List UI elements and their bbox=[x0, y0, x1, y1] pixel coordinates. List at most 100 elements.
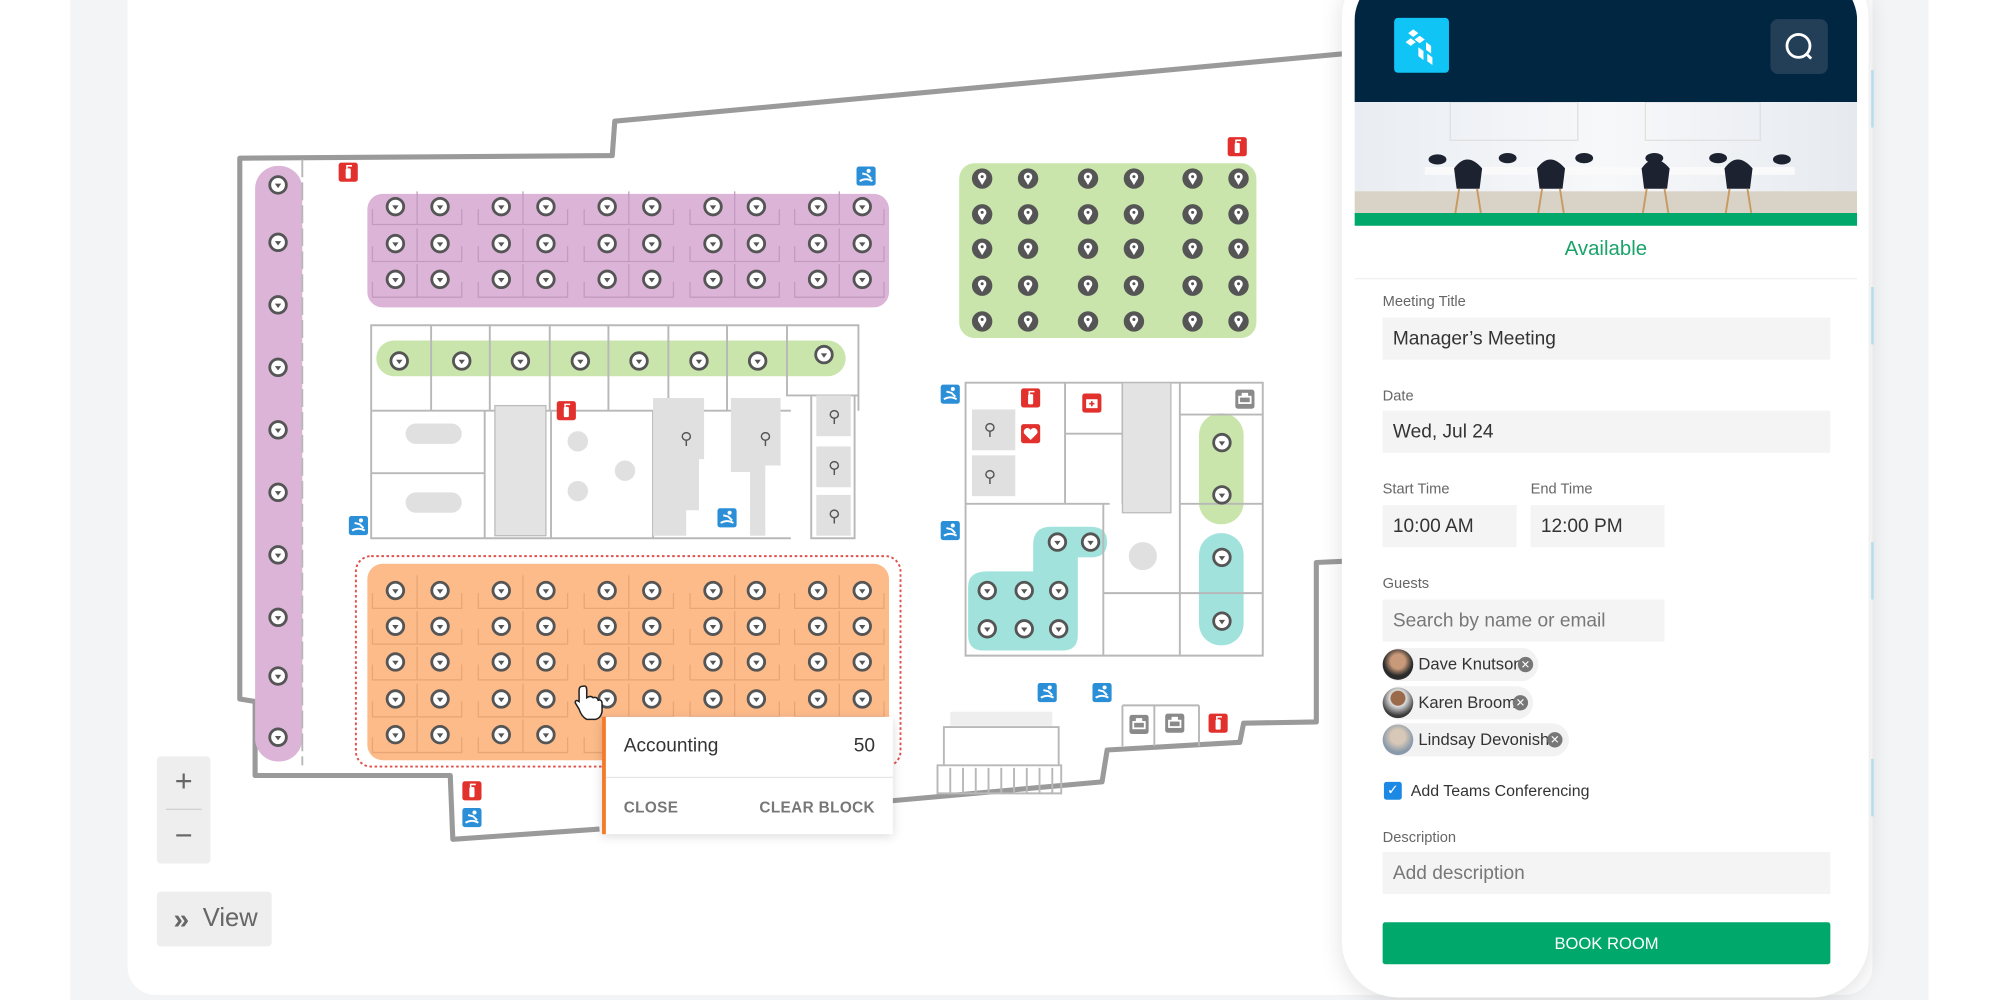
seat-icon[interactable] bbox=[642, 269, 662, 290]
view-button[interactable]: » View bbox=[156, 891, 272, 947]
seat-icon[interactable] bbox=[597, 269, 617, 290]
seat-icon[interactable] bbox=[703, 652, 723, 672]
seat-icon[interactable] bbox=[807, 196, 828, 217]
zone-green-strip[interactable] bbox=[376, 340, 846, 377]
seat-icon[interactable] bbox=[268, 175, 288, 195]
pin-seat-icon[interactable] bbox=[1228, 275, 1249, 296]
seat-icon[interactable] bbox=[703, 233, 723, 254]
seat-icon[interactable] bbox=[491, 196, 511, 217]
pin-seat-icon[interactable] bbox=[1123, 168, 1145, 189]
seat-icon[interactable] bbox=[385, 616, 406, 636]
pin-seat-icon[interactable] bbox=[1017, 204, 1039, 225]
seat-icon[interactable] bbox=[385, 689, 406, 709]
seat-icon[interactable] bbox=[597, 616, 617, 636]
pin-seat-icon[interactable] bbox=[1123, 275, 1145, 296]
seat-icon[interactable] bbox=[491, 269, 511, 290]
pin-seat-icon[interactable] bbox=[971, 168, 993, 189]
seat-icon[interactable] bbox=[746, 269, 767, 290]
pin-seat-icon[interactable] bbox=[1182, 238, 1203, 259]
seat-icon[interactable] bbox=[268, 420, 288, 440]
seat-icon[interactable] bbox=[536, 580, 556, 601]
seat-icon[interactable] bbox=[430, 616, 450, 636]
seat-icon[interactable] bbox=[642, 616, 662, 636]
seat-icon[interactable] bbox=[1014, 619, 1034, 639]
seat-icon[interactable] bbox=[491, 652, 511, 672]
seat-icon[interactable] bbox=[703, 616, 723, 636]
seat-icon[interactable] bbox=[385, 196, 406, 217]
pin-seat-icon[interactable] bbox=[1123, 238, 1145, 259]
seat-icon[interactable] bbox=[1047, 532, 1068, 552]
seat-icon[interactable] bbox=[385, 724, 406, 745]
zone-left-purple[interactable] bbox=[255, 165, 303, 762]
pin-seat-icon[interactable] bbox=[1182, 311, 1203, 332]
date-input[interactable]: Wed, Jul 24 bbox=[1382, 410, 1831, 453]
seat-icon[interactable] bbox=[746, 616, 767, 636]
seat-icon[interactable] bbox=[1212, 432, 1232, 453]
seat-icon[interactable] bbox=[703, 196, 723, 217]
seat-icon[interactable] bbox=[268, 545, 288, 565]
seat-icon[interactable] bbox=[703, 689, 723, 709]
pin-seat-icon[interactable] bbox=[1228, 168, 1249, 189]
seat-icon[interactable] bbox=[491, 724, 511, 745]
seat-icon[interactable] bbox=[703, 269, 723, 290]
seat-icon[interactable] bbox=[268, 295, 288, 315]
pin-seat-icon[interactable] bbox=[1017, 168, 1039, 189]
seat-icon[interactable] bbox=[747, 351, 768, 371]
seat-icon[interactable] bbox=[268, 666, 288, 686]
seat-icon[interactable] bbox=[430, 269, 450, 290]
pin-seat-icon[interactable] bbox=[1123, 204, 1145, 225]
seat-icon[interactable] bbox=[536, 233, 556, 254]
seat-icon[interactable] bbox=[430, 580, 450, 601]
pin-seat-icon[interactable] bbox=[1228, 311, 1249, 332]
pin-seat-icon[interactable] bbox=[1077, 311, 1099, 332]
pin-seat-icon[interactable] bbox=[1228, 204, 1249, 225]
pin-seat-icon[interactable] bbox=[1182, 204, 1203, 225]
seat-icon[interactable] bbox=[689, 351, 709, 371]
seat-icon[interactable] bbox=[536, 269, 556, 290]
seat-icon[interactable] bbox=[430, 724, 450, 745]
pin-seat-icon[interactable] bbox=[1123, 311, 1145, 332]
seat-icon[interactable] bbox=[491, 616, 511, 636]
seat-icon[interactable] bbox=[385, 233, 406, 254]
close-button[interactable]: CLOSE bbox=[623, 798, 679, 817]
guests-search-input[interactable]: Search by name or email bbox=[1382, 599, 1665, 642]
seat-icon[interactable] bbox=[536, 196, 556, 217]
seat-icon[interactable] bbox=[814, 344, 834, 365]
seat-icon[interactable] bbox=[807, 580, 828, 601]
pin-seat-icon[interactable] bbox=[971, 204, 993, 225]
seat-icon[interactable] bbox=[268, 357, 288, 378]
seat-icon[interactable] bbox=[597, 689, 617, 709]
pin-seat-icon[interactable] bbox=[1182, 168, 1203, 189]
seat-icon[interactable] bbox=[746, 196, 767, 217]
seat-icon[interactable] bbox=[807, 652, 828, 672]
seat-icon[interactable] bbox=[491, 233, 511, 254]
seat-icon[interactable] bbox=[746, 652, 767, 672]
pin-seat-icon[interactable] bbox=[1017, 275, 1039, 296]
pin-seat-icon[interactable] bbox=[1182, 275, 1203, 296]
pin-seat-icon[interactable] bbox=[1077, 238, 1099, 259]
seat-icon[interactable] bbox=[268, 232, 288, 253]
description-input[interactable]: Add description bbox=[1382, 852, 1831, 895]
seat-icon[interactable] bbox=[807, 269, 828, 290]
seat-icon[interactable] bbox=[430, 689, 450, 709]
clear-block-button[interactable]: CLEAR BLOCK bbox=[759, 798, 875, 817]
seat-icon[interactable] bbox=[1212, 611, 1232, 631]
seat-icon[interactable] bbox=[597, 233, 617, 254]
seat-icon[interactable] bbox=[807, 233, 828, 254]
seat-icon[interactable] bbox=[746, 689, 767, 709]
seat-icon[interactable] bbox=[385, 652, 406, 672]
meeting-title-input[interactable]: Manager’s Meeting bbox=[1382, 317, 1831, 360]
seat-icon[interactable] bbox=[385, 269, 406, 290]
seat-icon[interactable] bbox=[642, 196, 662, 217]
seat-icon[interactable] bbox=[430, 233, 450, 254]
seat-icon[interactable] bbox=[1080, 532, 1101, 552]
pin-seat-icon[interactable] bbox=[1077, 275, 1099, 296]
seat-icon[interactable] bbox=[430, 652, 450, 672]
pin-seat-icon[interactable] bbox=[1017, 311, 1039, 332]
seat-icon[interactable] bbox=[642, 233, 662, 254]
seat-icon[interactable] bbox=[852, 689, 872, 709]
seat-icon[interactable] bbox=[852, 616, 872, 636]
seat-icon[interactable] bbox=[536, 616, 556, 636]
book-room-button[interactable]: BOOK ROOM bbox=[1382, 922, 1831, 965]
